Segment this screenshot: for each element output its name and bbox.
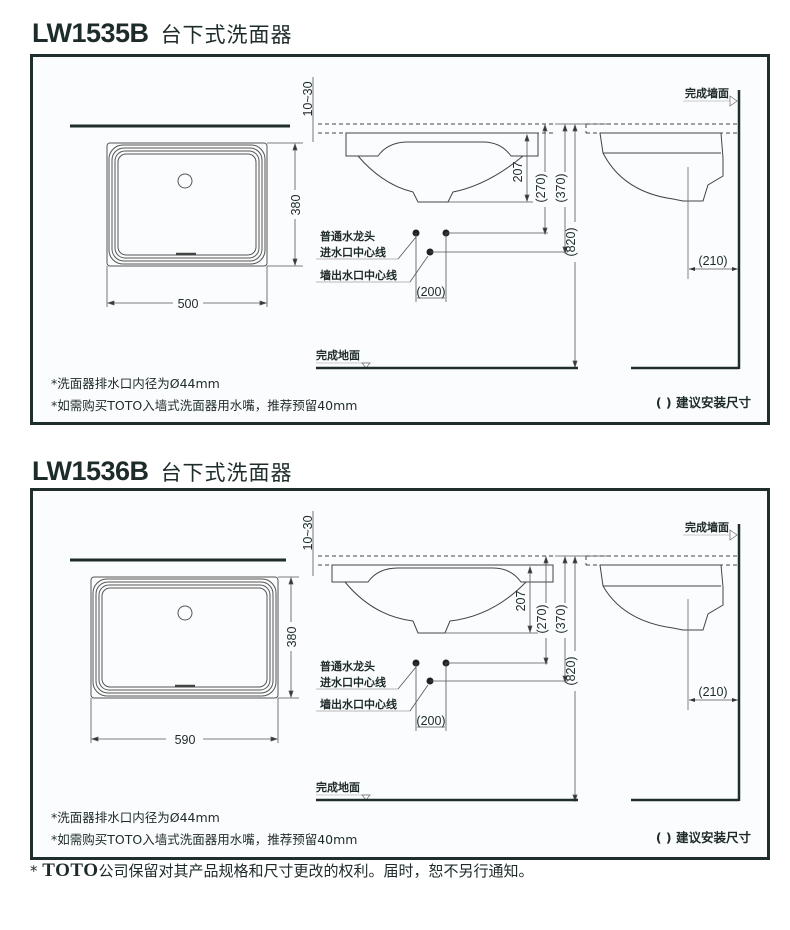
wall-marker-icon [729,95,738,107]
plan-view-basin [90,576,279,699]
wall-outlet-label: 墙出水口中心线 [320,697,397,711]
model-number: LW1535B [32,18,149,48]
faucet-inlet-height-label: (270) [535,604,549,633]
counter-height-label: (820) [564,656,578,685]
gap-label: 10~30 [301,81,315,116]
floor-marker-icon [361,362,371,369]
width-dimension [90,698,279,743]
technical-drawing-2: 590 380 10~30 207 (270) (370) [70,511,741,803]
drain-hole-icon [177,173,193,189]
wall-offset-label: (210) [698,685,727,699]
faucet-inlet-label-line1: 普通水龙头 [320,659,375,673]
wall-outlet-height-label: (370) [554,604,568,633]
width-dimension [106,266,268,307]
plan-width-label: 590 [175,733,196,747]
drain-hole-icon [177,605,193,621]
footer-text: 公司保留对其产品规格和尺寸更改的权利。届时，恕不另行通知。 [98,862,534,880]
drawing-frame-2: 590 380 10~30 207 (270) (370) [30,488,770,860]
depth-dimension [267,142,303,267]
front-section-basin [331,564,554,634]
technical-drawing-1: 500 380 10~30 207 (270) [70,77,741,370]
outlet-spacing-label: (200) [416,285,445,299]
wall-offset-label: (210) [698,254,727,268]
side-section-basin [599,564,724,631]
bowl-depth-label: 207 [511,162,525,183]
note-faucet-reserve: *如需购买TOTO入墙式洗面器用水嘴，推荐预留40mm [51,398,358,413]
faucet-inlet-label-line1: 普通水龙头 [320,229,375,243]
finished-wall-label: 完成墙面 [685,86,729,100]
water-points [316,229,568,302]
wall-marker-icon [729,529,738,541]
footer-prefix: * [30,862,43,880]
floor-marker-icon [361,794,371,801]
plan-depth-label: 380 [285,627,299,648]
wall-outlet-label: 墙出水口中心线 [320,268,397,282]
model-title-2: LW1536B 台下式洗面器 [32,456,293,487]
countertop-dashed-side [585,123,738,134]
depth-dimension [278,576,299,699]
bowl-depth-label: 207 [514,591,528,612]
model-number: LW1536B [32,456,149,486]
water-points [316,659,568,731]
brand-logo-text: TOTO [42,860,99,881]
model-type: 台下式洗面器 [160,461,293,485]
plan-view-basin [106,142,268,267]
side-section-basin [599,132,724,202]
note-drain-diameter: *洗面器排水口内径为Ø44mm [51,810,220,825]
legend-recommended: ( ) 建议安装尺寸 [655,395,751,410]
legend-recommended: ( ) 建议安装尺寸 [655,830,751,845]
wall-outlet-height-label: (370) [554,173,568,202]
model-type: 台下式洗面器 [160,23,293,47]
counter-height-label: (820) [564,227,578,256]
outlet-spacing-label: (200) [416,714,445,728]
note-faucet-reserve: *如需购买TOTO入墙式洗面器用水嘴，推荐预留40mm [51,832,358,847]
plan-width-label: 500 [178,297,199,311]
plan-depth-label: 380 [289,195,303,216]
model-title-1: LW1535B 台下式洗面器 [32,18,293,49]
faucet-inlet-label-line2: 进水口中心线 [320,245,386,259]
finished-floor-label: 完成地面 [316,348,360,362]
gap-label: 10~30 [301,515,315,550]
finished-wall-label: 完成墙面 [685,520,729,534]
footer-disclaimer: * TOTO公司保留对其产品规格和尺寸更改的权利。届时，恕不另行通知。 [30,860,534,882]
finished-floor-label: 完成地面 [316,780,360,794]
countertop-dashed-front [318,123,555,134]
note-drain-diameter: *洗面器排水口内径为Ø44mm [51,376,220,391]
drawing-frame-1: 500 380 10~30 207 (270) [30,54,770,425]
front-section-basin [345,132,539,203]
faucet-inlet-height-label: (270) [534,173,548,202]
countertop-dashed-side [585,555,738,566]
faucet-inlet-label-line2: 进水口中心线 [320,675,386,689]
countertop-dashed-front [318,555,555,566]
